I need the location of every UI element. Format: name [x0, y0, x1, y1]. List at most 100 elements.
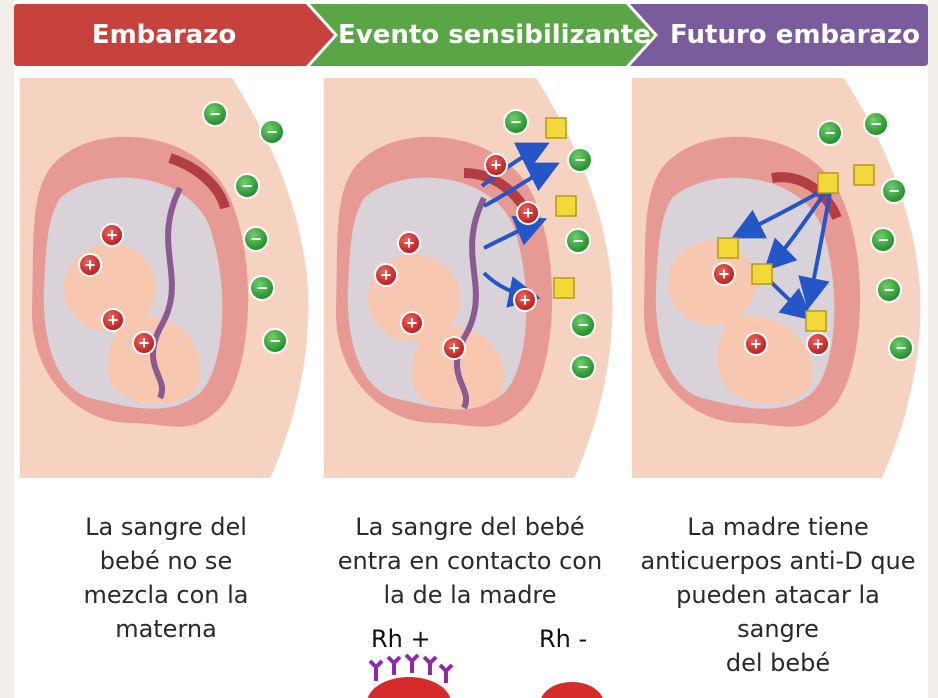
infographic: Embarazo Evento sensibilizante Futuro em… [14, 0, 928, 698]
rh-positive-label: Rh + [371, 625, 431, 653]
caption-evento-sensibilizante: La sangre del bebé entra en contacto con… [324, 510, 616, 612]
caption-line: del bebé [632, 646, 924, 680]
svg-text:−: − [210, 104, 221, 124]
pregnancy-illustration: + + + + − − − − − − [20, 78, 312, 478]
plus-cell: + [745, 333, 767, 355]
minus-cell: − [566, 229, 590, 253]
caption-line: La madre tiene [632, 510, 924, 544]
svg-text:−: − [878, 230, 889, 250]
svg-text:−: − [251, 229, 262, 249]
plus-cell: + [101, 224, 123, 246]
caption-futuro-embarazo: La madre tiene anticuerpos anti-D que pu… [632, 510, 924, 680]
plus-cell: + [807, 333, 829, 355]
caption-line: entra en contacto con [324, 544, 616, 578]
minus-cell: − [260, 120, 284, 144]
minus-cell: − [568, 148, 592, 172]
minus-cell: − [250, 276, 274, 300]
svg-text:−: − [896, 338, 907, 358]
stage-title: Futuro embarazo [664, 4, 926, 66]
banner-futuro-embarazo: Futuro embarazo [630, 4, 928, 66]
caption-line: bebé no se [20, 544, 312, 578]
plus-cell: + [713, 263, 735, 285]
plus-cell: + [79, 254, 101, 276]
caption-line: materna [20, 612, 312, 646]
svg-text:+: + [107, 225, 118, 245]
minus-cell: − [504, 110, 528, 134]
antibody-square [752, 264, 772, 284]
plus-cell: + [102, 309, 124, 331]
caption-line: La sangre del bebé [324, 510, 616, 544]
svg-text:−: − [573, 231, 584, 251]
svg-text:−: − [257, 278, 268, 298]
minus-cell: − [571, 355, 595, 379]
antibody-square [818, 173, 838, 193]
svg-text:−: − [884, 280, 895, 300]
plus-cell: + [375, 264, 397, 286]
plus-cell: + [133, 332, 155, 354]
antibody-square [718, 238, 738, 258]
svg-text:+: + [719, 264, 730, 284]
svg-text:+: + [85, 255, 96, 275]
caption-line: pueden atacar la sangre [632, 578, 924, 646]
svg-text:−: − [511, 112, 522, 132]
svg-text:+: + [407, 313, 418, 333]
banner-embarazo: Embarazo [14, 4, 334, 66]
svg-text:−: − [825, 123, 836, 143]
minus-cell: − [571, 313, 595, 337]
svg-text:+: + [139, 333, 150, 353]
minus-cell: − [871, 228, 895, 252]
minus-cell: − [263, 329, 287, 353]
caption-line: anticuerpos anti-D que [632, 544, 924, 578]
antibody-square [554, 278, 574, 298]
panel-embarazo: + + + + − − − − − − [20, 78, 312, 478]
caption-embarazo: La sangre del bebé no se mezcla con la m… [20, 510, 312, 646]
minus-cell: − [889, 336, 913, 360]
pregnancy-illustration: + + + + + + + − − − − − [324, 78, 616, 478]
rh-negative-cell [532, 668, 612, 698]
minus-cell: − [877, 278, 901, 302]
svg-text:+: + [404, 233, 415, 253]
svg-text:−: − [267, 122, 278, 142]
plus-cell: + [398, 232, 420, 254]
svg-text:−: − [578, 357, 589, 377]
svg-text:+: + [751, 334, 762, 354]
rh-positive-cell [354, 653, 464, 698]
minus-cell: − [882, 179, 906, 203]
minus-cell: − [864, 112, 888, 136]
panel-evento-sensibilizante: + + + + + + + − − − − − [324, 78, 616, 478]
antibody-square [806, 311, 826, 331]
antibody-square [556, 196, 576, 216]
stage-title: Embarazo [14, 4, 314, 66]
plus-cell: + [443, 337, 465, 359]
svg-text:+: + [381, 265, 392, 285]
rh-negative-label: Rh - [539, 625, 587, 653]
pregnancy-illustration: + + + − − − − − − [632, 78, 924, 478]
svg-text:−: − [575, 150, 586, 170]
svg-text:−: − [270, 331, 281, 351]
svg-text:−: − [242, 176, 253, 196]
antibody-square [546, 118, 566, 138]
caption-line: la de la madre [324, 578, 616, 612]
plus-cell: + [485, 154, 507, 176]
baby-head [668, 241, 756, 325]
svg-text:−: − [578, 315, 589, 335]
caption-line: La sangre del [20, 510, 312, 544]
plus-cell: + [401, 312, 423, 334]
minus-cell: − [203, 102, 227, 126]
svg-text:+: + [520, 290, 531, 310]
banner-evento-sensibilizante: Evento sensibilizante [310, 4, 654, 66]
stage-title: Evento sensibilizante [338, 4, 628, 66]
svg-text:+: + [108, 310, 119, 330]
svg-text:+: + [523, 203, 534, 223]
svg-text:+: + [813, 334, 824, 354]
minus-cell: − [244, 227, 268, 251]
plus-cell: + [514, 289, 536, 311]
svg-text:+: + [491, 155, 502, 175]
svg-text:+: + [449, 338, 460, 358]
svg-text:−: − [889, 181, 900, 201]
minus-cell: − [235, 174, 259, 198]
plus-cell: + [517, 202, 539, 224]
minus-cell: − [818, 121, 842, 145]
antibody-square [854, 165, 874, 185]
panel-futuro-embarazo: + + + − − − − − − [632, 78, 924, 478]
